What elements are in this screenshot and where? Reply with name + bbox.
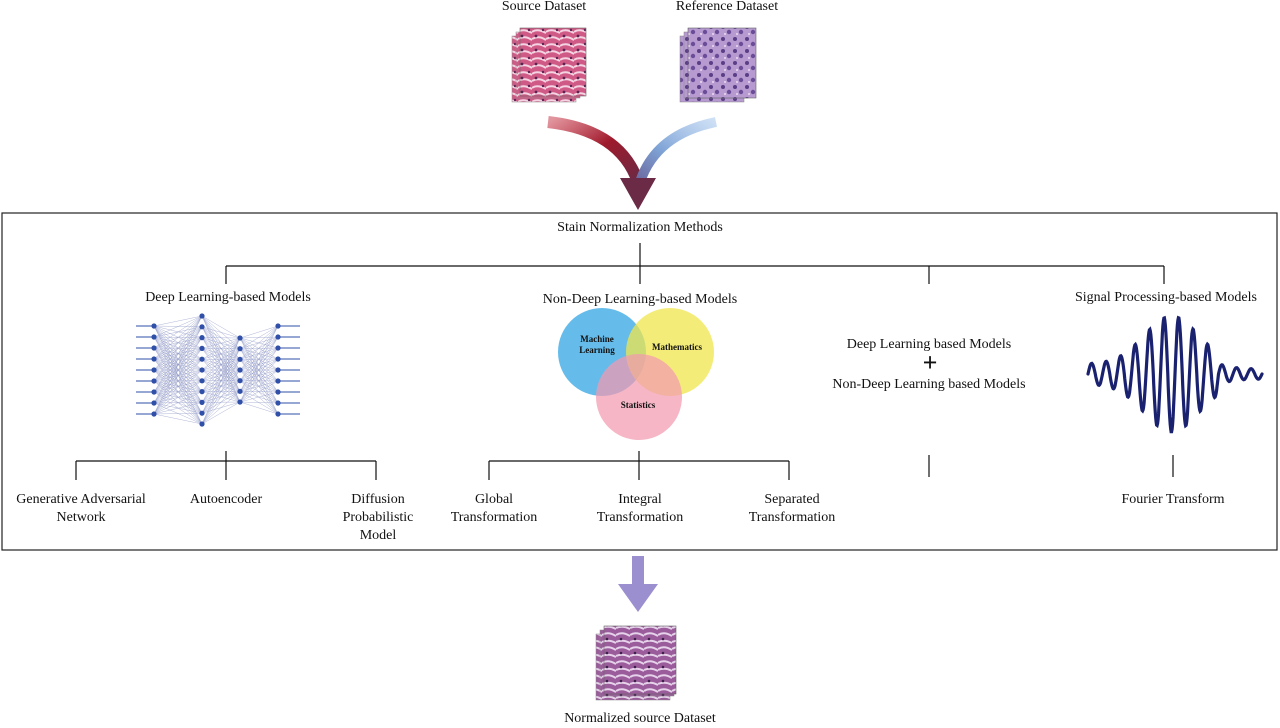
blue-merge-arrow (640, 122, 716, 182)
red-merge-arrow (548, 122, 638, 182)
venn-label-machine-learning: Machine Learning (572, 334, 622, 356)
source-dataset-label: Source Dataset (484, 0, 604, 16)
signal-wave (1088, 318, 1262, 432)
reference-dataset-images (680, 28, 756, 102)
category-hybrid-title-line2: Non-Deep Learning based Models (808, 376, 1050, 394)
leaf-separated-transformation: Separated Transformation (738, 491, 846, 527)
leaf-diffusion-probabilistic-model: Diffusion Probabilistic Model (336, 491, 420, 545)
venn-diagram (558, 308, 714, 440)
leaf-integral-transformation: Integral Transformation (586, 491, 694, 527)
normalized-dataset-label: Normalized source Dataset (530, 710, 750, 728)
hybrid-plus-sign: + (910, 350, 950, 376)
top-tree-connectors (226, 243, 1164, 284)
source-dataset-images (512, 28, 586, 102)
output-arrow (618, 556, 658, 612)
normalized-dataset-images (596, 626, 676, 700)
neural-network-icon (136, 313, 300, 426)
bottom-tree-connectors (76, 451, 1173, 480)
category-signal-processing-title: Signal Processing-based Models (1056, 289, 1276, 307)
reference-dataset-label: Reference Dataset (656, 0, 798, 16)
venn-label-statistics: Statistics (608, 400, 668, 411)
category-non-deep-learning-title: Non-Deep Learning-based Models (520, 291, 760, 309)
methods-title: Stain Normalization Methods (520, 219, 760, 237)
category-deep-learning-title: Deep Learning-based Models (110, 289, 346, 307)
leaf-fourier-transform: Fourier Transform (1100, 491, 1246, 509)
leaf-global-transformation: Global Transformation (440, 491, 548, 527)
leaf-autoencoder: Autoencoder (166, 491, 286, 509)
leaf-generative-adversarial-network: Generative Adversarial Network (6, 491, 156, 527)
venn-label-mathematics: Mathematics (644, 342, 710, 353)
merge-arrow-head (620, 178, 656, 210)
